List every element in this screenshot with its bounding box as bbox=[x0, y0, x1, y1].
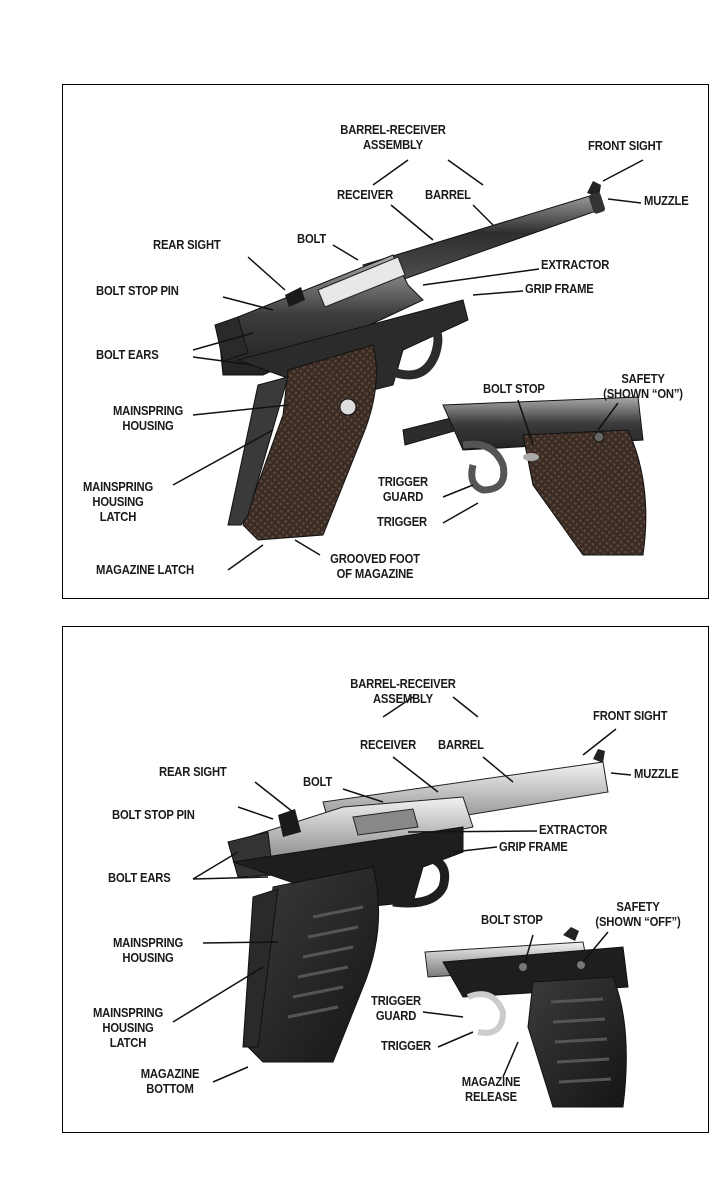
label-grip-frame: GRIP FRAME bbox=[499, 840, 568, 854]
label-safety-off: SAFETY(SHOWN “OFF”) bbox=[595, 900, 681, 929]
pistol-illustration-stainless bbox=[172, 696, 632, 1108]
label-muzzle: MUZZLE bbox=[644, 194, 689, 208]
leader-lines-panel1 bbox=[172, 159, 644, 571]
label-bolt-stop: BOLT STOP bbox=[481, 913, 543, 927]
label-bolt: BOLT bbox=[297, 232, 327, 246]
label-grip-frame: GRIP FRAME bbox=[525, 282, 594, 296]
label-receiver: RECEIVER bbox=[360, 738, 417, 752]
label-extractor: EXTRACTOR bbox=[541, 258, 610, 272]
label-bolt-ears: BOLT EARS bbox=[96, 348, 159, 362]
label-bolt-stop-pin: BOLT STOP PIN bbox=[112, 808, 195, 822]
leader-lines-panel2 bbox=[172, 696, 632, 1083]
label-rear-sight: REAR SIGHT bbox=[159, 765, 227, 779]
label-bolt-ears: BOLT EARS bbox=[108, 871, 171, 885]
label-front-sight: FRONT SIGHT bbox=[588, 139, 663, 153]
inset-pistol-stainless bbox=[424, 927, 629, 1108]
label-front-sight: FRONT SIGHT bbox=[593, 709, 668, 723]
label-extractor: EXTRACTOR bbox=[539, 823, 608, 837]
main-pistol-blued bbox=[214, 181, 606, 541]
pistol-illustration-blued bbox=[172, 159, 647, 571]
inset-pistol-blued bbox=[402, 396, 647, 556]
label-bolt-stop-pin: BOLT STOP PIN bbox=[96, 284, 179, 298]
label-barrel: BARREL bbox=[438, 738, 484, 752]
label-safety-on: SAFETY(SHOWN “ON”) bbox=[603, 372, 683, 401]
label-trigger: TRIGGER bbox=[377, 515, 427, 529]
label-trigger: TRIGGER bbox=[381, 1039, 431, 1053]
label-barrel: BARREL bbox=[425, 188, 471, 202]
label-magazine-latch: MAGAZINE LATCH bbox=[96, 563, 194, 577]
label-muzzle: MUZZLE bbox=[634, 767, 679, 781]
label-bolt-stop: BOLT STOP bbox=[483, 382, 545, 396]
label-rear-sight: REAR SIGHT bbox=[153, 238, 221, 252]
label-bolt: BOLT bbox=[303, 775, 333, 789]
label-receiver: RECEIVER bbox=[337, 188, 394, 202]
